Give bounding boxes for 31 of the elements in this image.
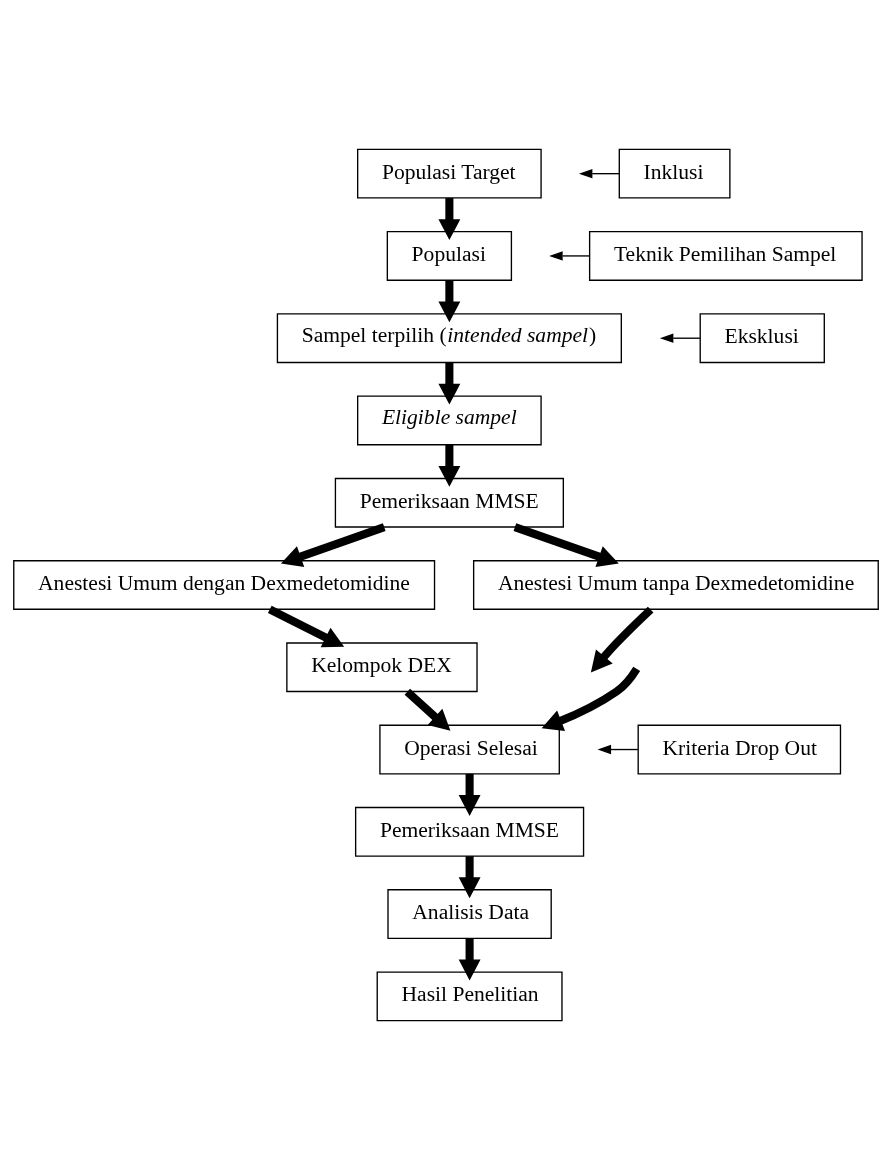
node-box: Eksklusi: [699, 313, 825, 364]
node-box: Hasil Penelitian: [376, 971, 563, 1022]
node-box: Inklusi: [618, 148, 731, 199]
arrow: [578, 168, 620, 179]
node-box: Populasi: [386, 231, 513, 281]
arrow: [438, 362, 461, 405]
arrow: [267, 605, 345, 648]
node-box: Pemeriksaan MMSE: [354, 806, 585, 857]
node-box: Teknik Pemilihan Sampel: [588, 231, 863, 281]
arrow: [590, 606, 654, 673]
node-box: Sampel terpilih (intended sampel): [276, 313, 622, 364]
node-box: Eligible sampel: [357, 395, 542, 446]
node-box: Anestesi Umum tanpa Dexmedetomidine: [472, 560, 879, 610]
node-box: Populasi Target: [357, 148, 542, 199]
arrow: [597, 744, 639, 755]
arrow: [659, 333, 701, 343]
arrow: [549, 251, 591, 261]
arrow: [541, 666, 641, 732]
arrow: [438, 444, 461, 487]
arrow: [438, 280, 461, 323]
node-box: Kriteria Drop Out: [637, 724, 842, 775]
node-box: Operasi Selesai: [379, 724, 560, 775]
node-box: Pemeriksaan MMSE: [334, 477, 564, 528]
arrow: [458, 773, 481, 816]
node-box: Analisis Data: [387, 889, 552, 939]
arrow: [458, 856, 481, 899]
arrow: [404, 688, 451, 731]
arrow: [458, 938, 481, 981]
arrow: [438, 198, 461, 241]
node-box: Anestesi Umum dengan Dexmedetomidine: [13, 560, 436, 610]
node-box: Kelompok DEX: [286, 642, 478, 693]
